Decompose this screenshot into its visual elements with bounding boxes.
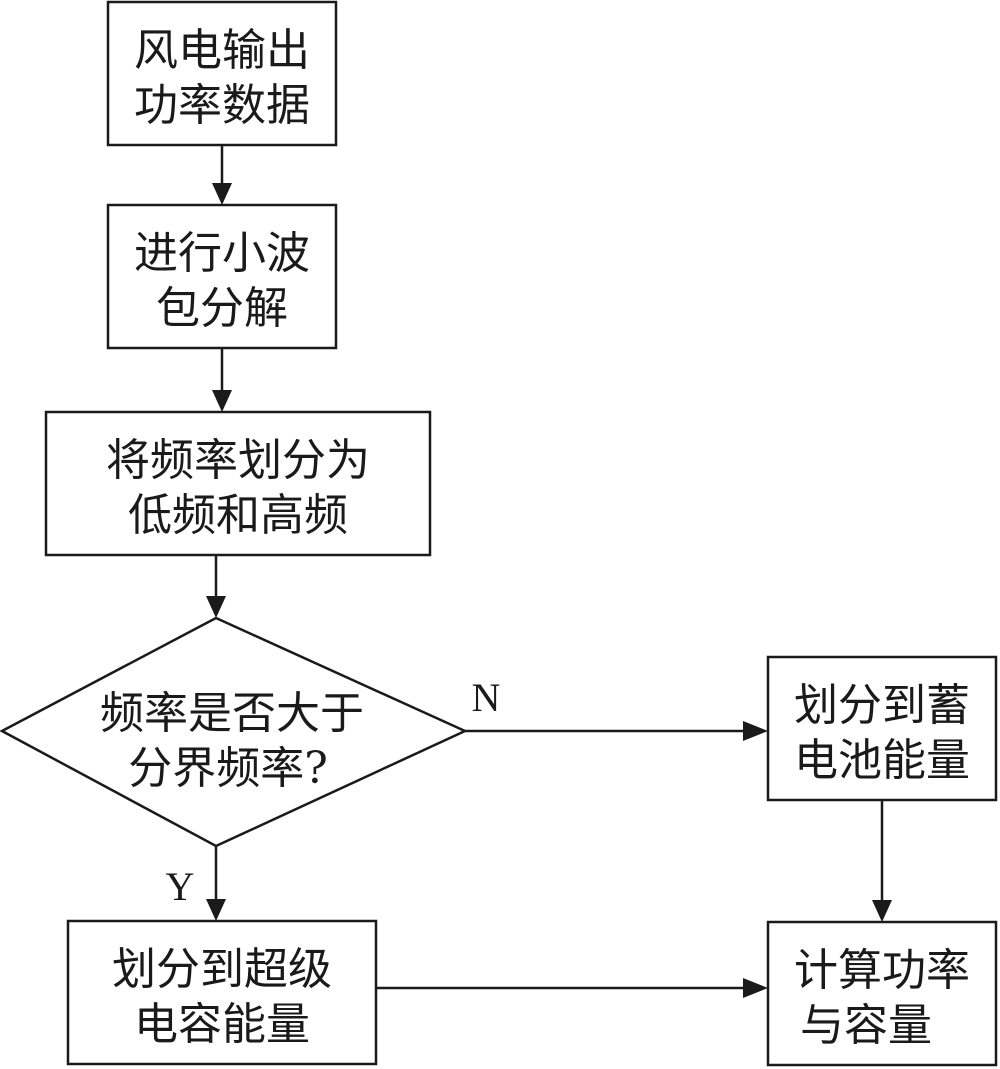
edge-split-to-decision <box>206 555 226 618</box>
edge-decision-to-battery: N <box>465 675 768 741</box>
node-frequency-split-line1: 将频率划分为 <box>106 435 370 486</box>
edge-wpd-to-split <box>212 348 232 412</box>
arrowhead <box>743 978 768 998</box>
edge-label-yes: Y <box>166 864 195 909</box>
node-wavelet-packet-decomposition: 进行小波 包分解 <box>106 203 338 350</box>
edge-decision-to-supercap: Y <box>166 846 226 921</box>
edge-supercap-to-calc <box>376 978 768 998</box>
node-frequency-split: 将频率划分为 低频和高频 <box>44 410 432 557</box>
node-supercapacitor-energy-line1: 划分到超级 <box>112 944 332 995</box>
edge-battery-to-calc <box>872 800 892 922</box>
node-wavelet-packet-decomposition-line2: 包分解 <box>156 283 288 334</box>
node-calculate-power-capacity-line2: 与容量 <box>800 1000 932 1051</box>
edge-label-no: N <box>472 675 501 720</box>
node-decision-line2: 分界频率? <box>128 743 328 794</box>
node-calculate-power-capacity: 计算功率 与容量 <box>766 920 998 1067</box>
arrowhead <box>212 183 232 205</box>
node-wavelet-packet-decomposition-line1: 进行小波 <box>134 228 310 279</box>
node-battery-energy: 划分到蓄 电池能量 <box>766 655 998 802</box>
arrowhead <box>872 900 892 922</box>
node-calculate-power-capacity-line1: 计算功率 <box>794 945 970 996</box>
arrowhead <box>206 899 226 921</box>
node-wind-power-data-line2: 功率数据 <box>134 80 310 131</box>
node-frequency-split-line2: 低频和高频 <box>128 490 348 541</box>
node-battery-energy-line2: 电池能量 <box>794 735 970 786</box>
node-decision-frequency: 频率是否大于 分界频率? <box>0 616 469 848</box>
node-decision-line1: 频率是否大于 <box>100 688 364 739</box>
node-supercapacitor-energy-line2: 电容能量 <box>134 999 310 1050</box>
arrowhead <box>206 596 226 618</box>
edge-input-to-wpd <box>212 145 232 205</box>
node-supercapacitor-energy: 划分到超级 电容能量 <box>66 919 378 1066</box>
node-wind-power-data-line1: 风电输出 <box>134 25 310 76</box>
node-wind-power-data: 风电输出 功率数据 <box>106 0 338 147</box>
node-battery-energy-line1: 划分到蓄 <box>794 680 970 731</box>
arrowhead <box>212 390 232 412</box>
arrowhead <box>743 721 768 741</box>
